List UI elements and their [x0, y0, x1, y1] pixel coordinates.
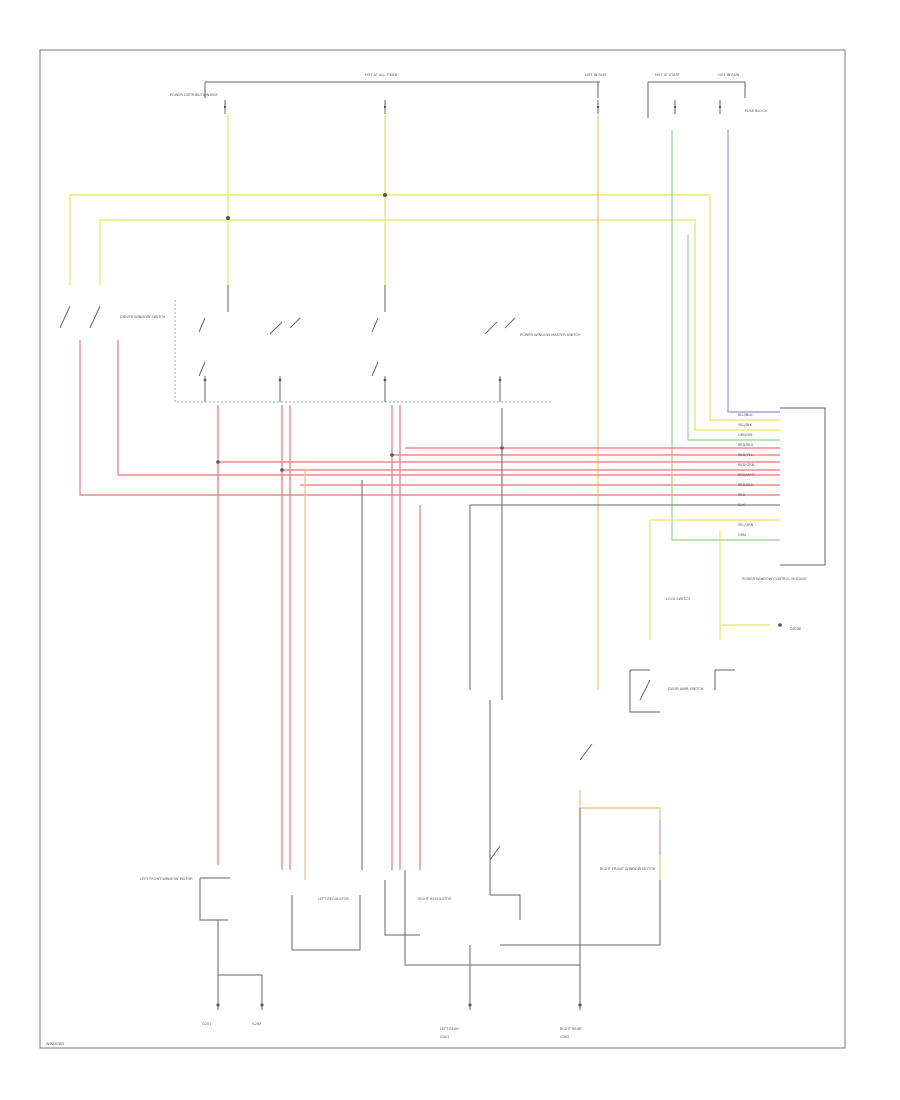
- gray-lead-2: [469, 504, 780, 690]
- fuse-label-2: HOT IN RUN: [585, 73, 606, 77]
- svg-text:RED/YEL: RED/YEL: [738, 453, 753, 457]
- right-regulator: [384, 880, 420, 936]
- module-pin-labels: BLU/BLK YEL/BLK GRN/YEL RED/BLU RED/YEL …: [738, 413, 756, 537]
- diode-label: DIODE: [790, 627, 801, 631]
- diode-icon: [778, 623, 782, 627]
- fuse-icons: [223, 100, 722, 114]
- window-module-label: POWER WINDOW CONTROL MODULE: [742, 577, 807, 581]
- yellow-diode-lead: [719, 530, 770, 640]
- regulator-right-label: RIGHT REGULATOR: [418, 897, 452, 901]
- junction-3: [216, 460, 220, 464]
- relay-contact: [579, 743, 593, 761]
- bus-right: [647, 81, 746, 118]
- lock-switch-label: LOCK SWITCH: [666, 597, 691, 601]
- window-control-module: [780, 407, 826, 566]
- svg-text:BLU/BLK: BLU/BLK: [738, 413, 753, 417]
- green-feed-2: [687, 235, 780, 441]
- right-rear-label: RIGHT REAR: [560, 1027, 582, 1031]
- svg-text:YEL/BLK: YEL/BLK: [738, 423, 753, 427]
- junction-5: [390, 453, 394, 457]
- ground-label-3: G301: [440, 1035, 449, 1039]
- driver-window-switch-label: DRIVER WINDOW SWITCH: [120, 315, 166, 319]
- door-jamb-switch-box: [629, 669, 735, 713]
- svg-text:RED/WHT: RED/WHT: [738, 473, 756, 477]
- ground-label-2: G202: [252, 1022, 261, 1026]
- diagram-frame: [39, 49, 846, 1049]
- switch-contacts: [59, 285, 516, 402]
- svg-text:BLK: BLK: [738, 503, 745, 507]
- red-harness-1: [79, 340, 780, 496]
- red-harness-2: [117, 340, 780, 476]
- fuse-label-3: HOT AT START: [655, 73, 681, 77]
- sheet-id: WINDOWS: [46, 1042, 65, 1046]
- fuse-label-4: HOT IN RUN: [718, 73, 739, 77]
- junction-2: [383, 193, 387, 197]
- yellow-lock-lead: [649, 519, 780, 640]
- yellow-loop-outer: [69, 194, 780, 421]
- ground-label-4: G302: [560, 1035, 569, 1039]
- blue-feed: [727, 130, 780, 413]
- master-switch-label: POWER WINDOW MASTER SWITCH: [520, 333, 581, 337]
- svg-text:RED/BLU: RED/BLU: [738, 443, 754, 447]
- svg-text:GRN/YEL: GRN/YEL: [738, 433, 753, 437]
- svg-text:RED/BLK: RED/BLK: [738, 483, 754, 487]
- svg-text:RED/GRN: RED/GRN: [738, 463, 755, 467]
- door-jamb-switch-label: DOOR JAMB SWITCH: [668, 687, 704, 691]
- ground-symbols: [216, 1003, 582, 1007]
- green-feed-1: [671, 130, 780, 541]
- svg-text:RED: RED: [738, 493, 746, 497]
- motor-right-label: RIGHT FRONT WINDOW MOTOR: [600, 867, 656, 871]
- regulator-left-label: LEFT REGULATOR: [318, 897, 349, 901]
- junction-4: [280, 468, 284, 472]
- left-motor: [199, 877, 230, 921]
- left-regulator: [291, 895, 361, 951]
- yellow-loop-inner: [99, 219, 780, 431]
- motor-left-label: LEFT FRONT WINDOW MOTOR: [140, 877, 193, 881]
- svg-text:YEL/GRN: YEL/GRN: [738, 523, 754, 527]
- motor-return: [500, 880, 661, 946]
- left-rear-label: LEFT REAR: [440, 1027, 459, 1031]
- ground-label-1: G201: [202, 1022, 211, 1026]
- power-dist-label: POWER DISTRIBUTION BOX: [170, 93, 218, 97]
- fuse-box-label: FUSE BLOCK: [745, 109, 768, 113]
- fuse-label-1: HOT AT ALL TIMES: [365, 73, 398, 77]
- right-motor-switch: [489, 700, 521, 920]
- rear-ground-leads: [404, 910, 581, 1010]
- svg-text:GRN: GRN: [738, 533, 746, 537]
- master-switch-box: [174, 300, 552, 403]
- left-ground-leads: [217, 920, 263, 1010]
- motor-ground-loop: [404, 808, 581, 966]
- junction-1: [226, 216, 230, 220]
